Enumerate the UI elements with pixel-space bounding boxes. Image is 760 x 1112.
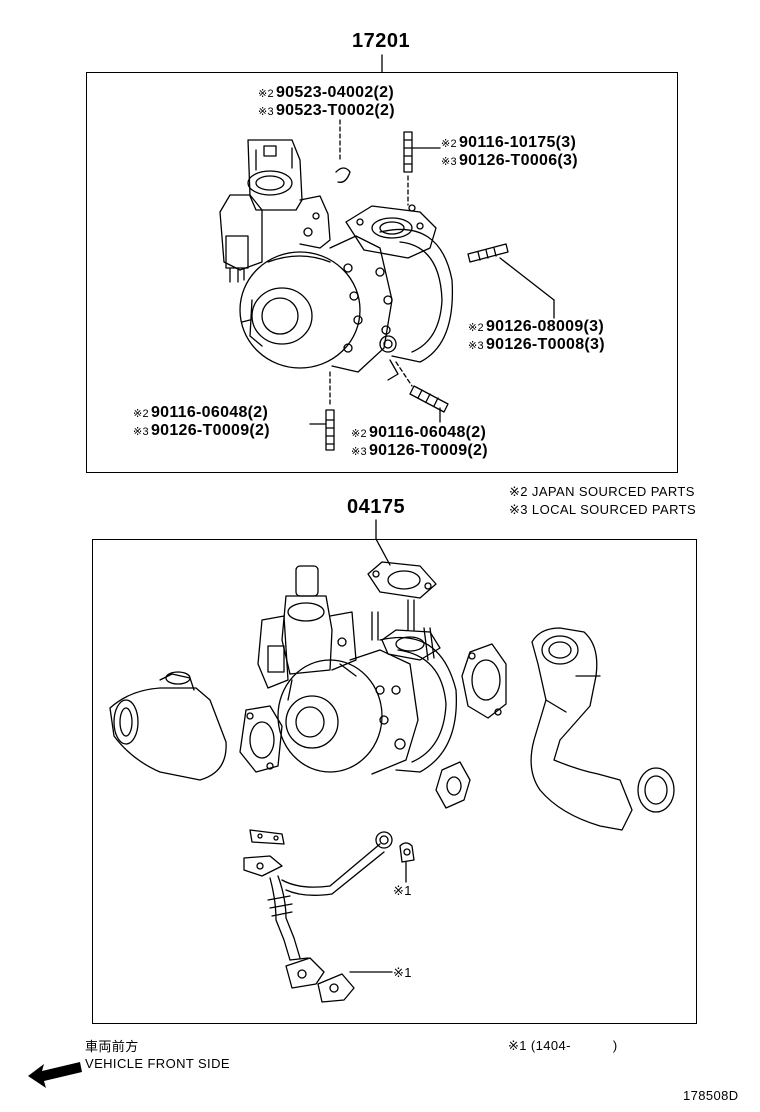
stud-bottom-right bbox=[395, 361, 449, 423]
vehicle-front-en: VEHICLE FRONT SIDE bbox=[85, 1056, 230, 1071]
local-mark: ※3 bbox=[351, 446, 367, 458]
turbocharger-top bbox=[219, 139, 454, 381]
part-number: 90523-04002(2) bbox=[275, 84, 395, 101]
local-mark: ※3 bbox=[133, 426, 149, 438]
gasket-right bbox=[461, 643, 507, 719]
clip-part bbox=[335, 119, 351, 183]
vehicle-front-jp: 車両前方 bbox=[85, 1039, 139, 1054]
gasket-ring bbox=[637, 767, 675, 813]
union-bolt bbox=[399, 842, 415, 883]
local-mark: ※3 bbox=[258, 106, 274, 118]
vehicle-front-arrow-icon bbox=[28, 1062, 82, 1088]
gasket-oil bbox=[435, 761, 471, 809]
legend-japan: ※2 JAPAN SOURCED PARTS bbox=[509, 484, 695, 499]
part-number: 90116-06048(2) bbox=[368, 424, 487, 441]
assembly-2-number: 04175 bbox=[347, 496, 406, 518]
local-mark: ※3 bbox=[441, 156, 457, 168]
assembly-1-number: 17201 bbox=[352, 30, 411, 52]
part-number: 90126-08009(3) bbox=[485, 318, 605, 335]
mark-1-upper: ※1 bbox=[393, 883, 412, 898]
japan-mark: ※2 bbox=[441, 138, 457, 150]
stud-bottom-left bbox=[309, 371, 335, 451]
mark-1-lower: ※1 bbox=[393, 965, 412, 980]
footnote-1: ※1 (1404-) bbox=[508, 1038, 618, 1053]
japan-mark: ※2 bbox=[351, 428, 367, 440]
part-number: 90116-06048(2) bbox=[150, 404, 269, 421]
part-number: 90116-10175(3) bbox=[458, 134, 577, 151]
figure-id: 178508D bbox=[683, 1088, 739, 1103]
legend-local: ※3 LOCAL SOURCED PARTS bbox=[509, 502, 697, 517]
japan-mark: ※2 bbox=[468, 322, 484, 334]
turbocharger-bottom bbox=[257, 565, 458, 775]
stud-top bbox=[403, 131, 441, 206]
oil-gasket-lower bbox=[285, 957, 393, 1003]
part-number: 90126-T0009(2) bbox=[368, 442, 488, 459]
oil-pipe bbox=[243, 829, 393, 961]
part-number: 90126-T0006(3) bbox=[458, 152, 578, 169]
local-mark: ※3 bbox=[468, 340, 484, 352]
exhaust-elbow bbox=[530, 627, 633, 831]
part-number: 90126-T0008(3) bbox=[485, 336, 605, 353]
assembly-2-frame bbox=[92, 539, 697, 1024]
part-number: 90126-T0009(2) bbox=[150, 422, 270, 439]
part-number: 90523-T0002(2) bbox=[275, 102, 395, 119]
gasket-top bbox=[367, 538, 437, 599]
intake-elbow bbox=[109, 671, 227, 781]
japan-mark: ※2 bbox=[133, 408, 149, 420]
japan-mark: ※2 bbox=[258, 88, 274, 100]
gasket-left bbox=[239, 705, 283, 773]
stud-right bbox=[467, 243, 555, 319]
